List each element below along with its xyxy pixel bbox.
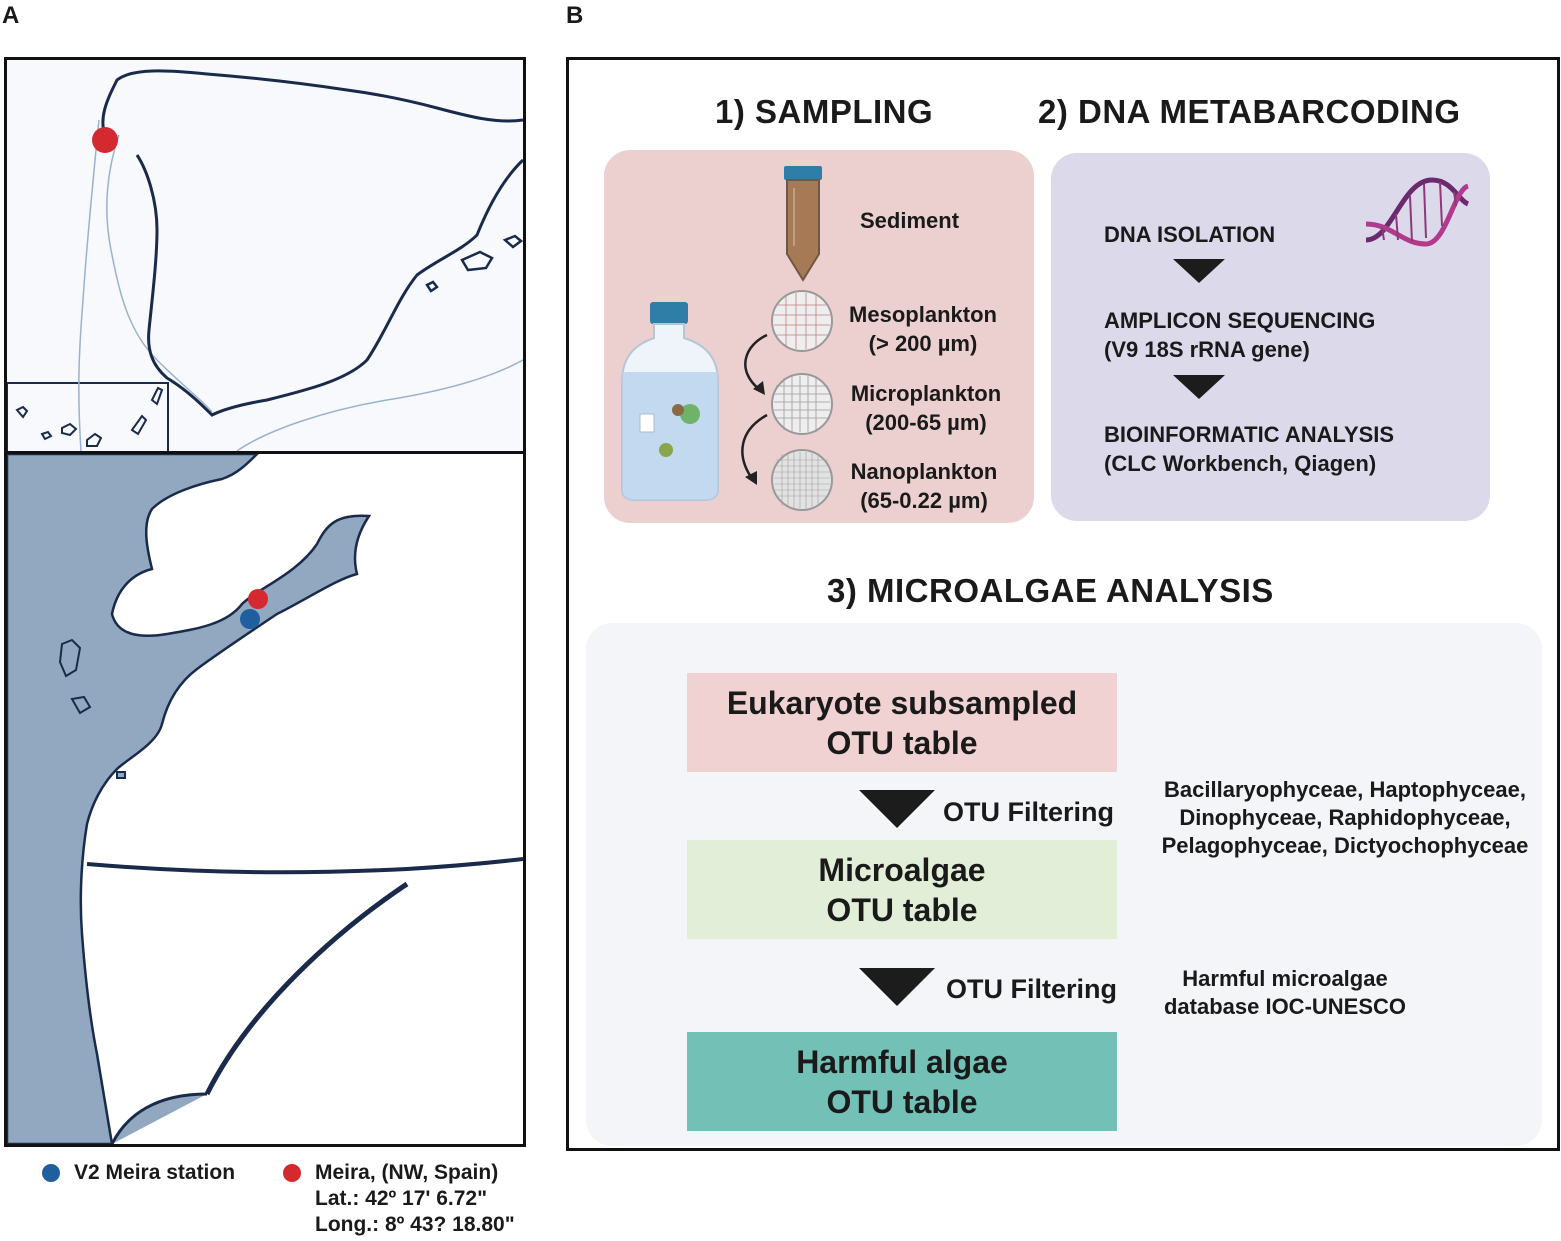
bioinformatic-sub: (CLC Workbench, Qiagen) (1104, 451, 1377, 476)
ria-map-drawing (7, 454, 523, 1144)
nano-size: (65-0.22 µm) (860, 488, 988, 513)
db-line2: database IOC-UNESCO (1163, 994, 1407, 1019)
table1-line1: Eukaryote subsampled (726, 684, 1078, 721)
bioinformatic-step: BIOINFORMATIC ANALYSIS (CLC Workbench, Q… (1104, 420, 1394, 478)
eukaryote-otu-table: Eukaryote subsampled OTU table (687, 673, 1117, 772)
meso-size: (> 200 µm) (868, 331, 978, 356)
sampling-title: 1) SAMPLING (715, 93, 934, 130)
filter-nano-icon (770, 448, 834, 517)
table2-line1: Microalgae (818, 851, 986, 888)
nano-name: Nanoplankton (850, 459, 998, 484)
legend-station: V2 Meira station (42, 1160, 235, 1186)
arrow-down-icon (1173, 375, 1225, 399)
metabarcoding-title: 2) DNA METABARCODING (1038, 93, 1461, 130)
otu-filtering-label-1: OTU Filtering (943, 797, 1114, 827)
classes-line3: Pelagophyceae, Dictyochophyceae (1161, 833, 1529, 858)
micro-size: (200-65 µm) (865, 410, 987, 435)
seawater-bottle-icon (620, 302, 720, 507)
filter-micro-icon (770, 372, 834, 441)
workflow-frame (566, 57, 1560, 1151)
panel-label-a: A (2, 2, 20, 29)
sediment-label: Sediment (860, 208, 960, 233)
legend-station-label: V2 Meira station (74, 1161, 236, 1184)
amplicon-label: AMPLICON SEQUENCING (1104, 308, 1376, 333)
filter-arrow-icon (859, 968, 935, 1006)
classes-line2: Dinophyceae, Raphidophyceae, (1179, 805, 1511, 830)
micro-label: Microplankton (200-65 µm) (843, 379, 1009, 437)
dna-box (1051, 153, 1490, 521)
ria-detail-map (4, 451, 526, 1147)
sediment-tube-icon (782, 166, 824, 287)
harmful-algae-otu-table: Harmful algae OTU table (687, 1032, 1117, 1131)
table3-line2: OTU table (826, 1083, 978, 1120)
iberia-map (4, 57, 526, 454)
otu-filtering-label-2: OTU Filtering (946, 974, 1117, 1004)
classes-note: Bacillaryophyceae, Haptophyceae, Dinophy… (1140, 776, 1550, 860)
analysis-title: 3) MICROALGAE ANALYSIS (827, 572, 1274, 609)
panel-label-b: B (566, 2, 584, 29)
amplicon-sub: (V9 18S rRNA gene) (1104, 337, 1310, 362)
nano-label: Nanoplankton (65-0.22 µm) (843, 457, 1005, 515)
microalgae-otu-table: Microalgae OTU table (687, 840, 1117, 939)
dna-helix-icon (1362, 170, 1470, 255)
table2-line2: OTU table (826, 891, 978, 928)
db-line1: Harmful microalgae (1182, 966, 1388, 991)
table3-line1: Harmful algae (796, 1043, 1008, 1080)
legend-site-label: Meira, (NW, Spain) (315, 1161, 499, 1184)
filter-meso-icon (770, 289, 834, 358)
micro-name: Microplankton (850, 381, 1002, 406)
amplicon-step: AMPLICON SEQUENCING (V9 18S rRNA gene) (1104, 306, 1375, 364)
table1-line2: OTU table (826, 724, 978, 761)
dna-isolation-step: DNA ISOLATION (1104, 222, 1276, 247)
legend-site: Meira, (NW, Spain) Lat.: 42º 17' 6.72" L… (283, 1160, 515, 1238)
database-note: Harmful microalgae database IOC-UNESCO (1150, 965, 1420, 1021)
site-dot-icon (283, 1164, 301, 1182)
curved-arrow-icon (725, 325, 785, 500)
station-dot-icon (42, 1164, 60, 1182)
filter-arrow-icon (859, 790, 935, 828)
meso-name: Mesoplankton (849, 302, 997, 327)
arrow-down-icon (1173, 259, 1225, 283)
classes-line1: Bacillaryophyceae, Haptophyceae, (1164, 777, 1526, 802)
legend-long: Long.: 8º 43? 18.80" (315, 1213, 515, 1236)
bioinformatic-label: BIOINFORMATIC ANALYSIS (1104, 422, 1395, 447)
meso-label: Mesoplankton (> 200 µm) (843, 300, 1003, 358)
legend-lat: Lat.: 42º 17' 6.72" (315, 1187, 488, 1210)
iberia-map-drawing (7, 69, 523, 451)
